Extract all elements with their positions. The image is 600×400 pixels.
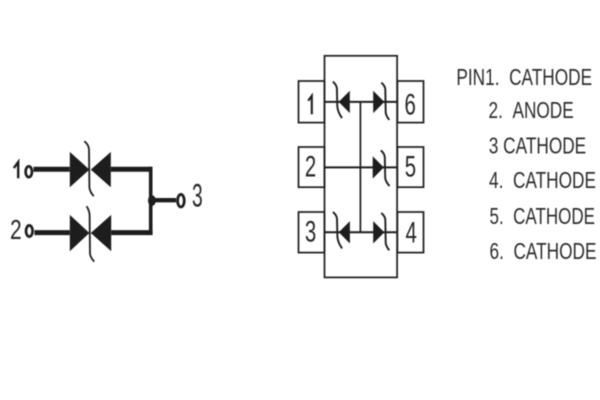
svg-text:3 CATHODE: 3 CATHODE <box>489 134 586 159</box>
svg-text:5: 5 <box>405 151 416 184</box>
svg-text:6. CATHODE: 6. CATHODE <box>490 240 597 265</box>
svg-text:5. CATHODE: 5. CATHODE <box>490 204 596 229</box>
svg-text:2. ANODE: 2. ANODE <box>489 99 574 124</box>
svg-text:PIN1. CATHODE: PIN1. CATHODE <box>456 66 592 91</box>
svg-text:2: 2 <box>10 215 22 246</box>
svg-text:4. CATHODE: 4. CATHODE <box>489 169 596 194</box>
svg-text:3: 3 <box>305 216 316 249</box>
svg-text:3: 3 <box>192 178 203 214</box>
svg-text:6: 6 <box>405 89 416 122</box>
svg-text:2: 2 <box>305 151 316 184</box>
svg-text:4: 4 <box>406 217 417 250</box>
